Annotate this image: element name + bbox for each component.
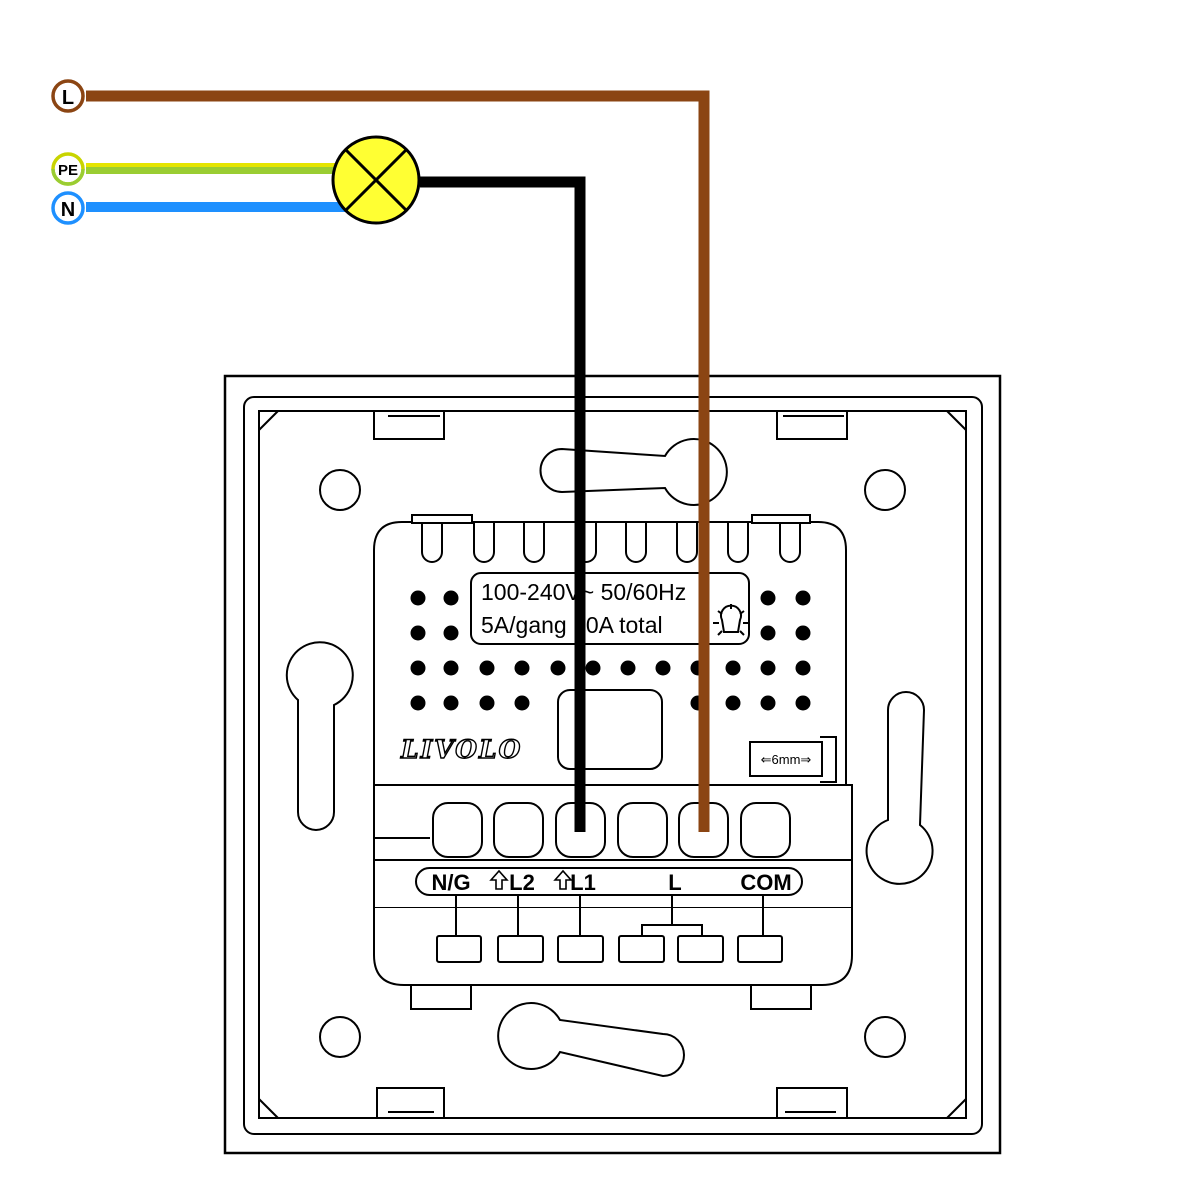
lower-terminal-2 — [497, 935, 544, 963]
lower-terminal-4 — [618, 935, 665, 963]
switched-live-wire — [420, 176, 586, 832]
clip-bottom-left — [376, 1087, 445, 1119]
lower-terminal-3 — [557, 935, 604, 963]
terminal-label-l1: L1 — [570, 870, 596, 895]
supply-terminal-l: L — [51, 79, 85, 113]
terminal-labels: N/G L2 L1 L COM — [431, 869, 792, 895]
terminal-label-strip — [415, 867, 803, 896]
keyhole-slot-bottom — [497, 1002, 685, 1078]
supply-label-n: N — [61, 199, 75, 221]
terminal-label-ng: N/G — [431, 870, 470, 895]
terminal-opening-4 — [617, 802, 668, 858]
switch-module — [373, 514, 853, 1010]
terminal-band — [373, 784, 853, 909]
vent-holes — [410, 590, 811, 711]
terminal-opening-1 — [432, 802, 483, 858]
keyhole-slot-right — [865, 691, 934, 885]
lower-terminal-5 — [677, 935, 724, 963]
strip-gauge — [749, 741, 823, 777]
terminal-opening-2 — [493, 802, 544, 858]
terminal-label-com: COM — [740, 870, 791, 895]
plate-outer-frame — [223, 374, 1002, 1155]
up-arrow-icon — [489, 869, 509, 890]
supply-label-l: L — [62, 87, 74, 109]
brand-logo: LIVOLO — [400, 735, 522, 764]
keyhole-slot-left — [285, 641, 354, 831]
screw-hole-bottom-left — [319, 1016, 361, 1058]
screw-hole-bottom-right — [864, 1016, 906, 1058]
sensor-window — [557, 689, 663, 770]
supply-label-pe: PE — [58, 162, 78, 179]
screw-hole-top-left — [319, 469, 361, 511]
rating-label-box — [470, 572, 750, 645]
terminal-label-l: L — [668, 870, 681, 895]
supply-terminal-n: N — [51, 191, 85, 225]
switch-plate — [223, 374, 1002, 1155]
clip-bottom-right — [776, 1087, 848, 1119]
lower-terminal-1 — [436, 935, 482, 963]
live-wire — [86, 90, 710, 832]
light-bulb-icon — [713, 604, 749, 636]
plate-mid-frame — [243, 396, 983, 1135]
lower-terminal-6 — [737, 935, 783, 963]
strip-length-label: ⇐6mm⇒ — [761, 752, 812, 767]
supply-terminal-pe: PE — [51, 152, 85, 186]
rating-text-line-2: 5A/gang 10A total — [481, 612, 663, 638]
lamp-cross-icon — [331, 135, 421, 225]
wires — [86, 90, 710, 832]
terminal-opening-6 — [740, 802, 791, 858]
module-lower-body — [373, 908, 853, 986]
screw-hole-top-right — [864, 469, 906, 511]
plate-inner-frame — [258, 410, 967, 1119]
terminal-label-l2: L2 — [509, 870, 535, 895]
up-arrow-icon — [553, 869, 573, 890]
